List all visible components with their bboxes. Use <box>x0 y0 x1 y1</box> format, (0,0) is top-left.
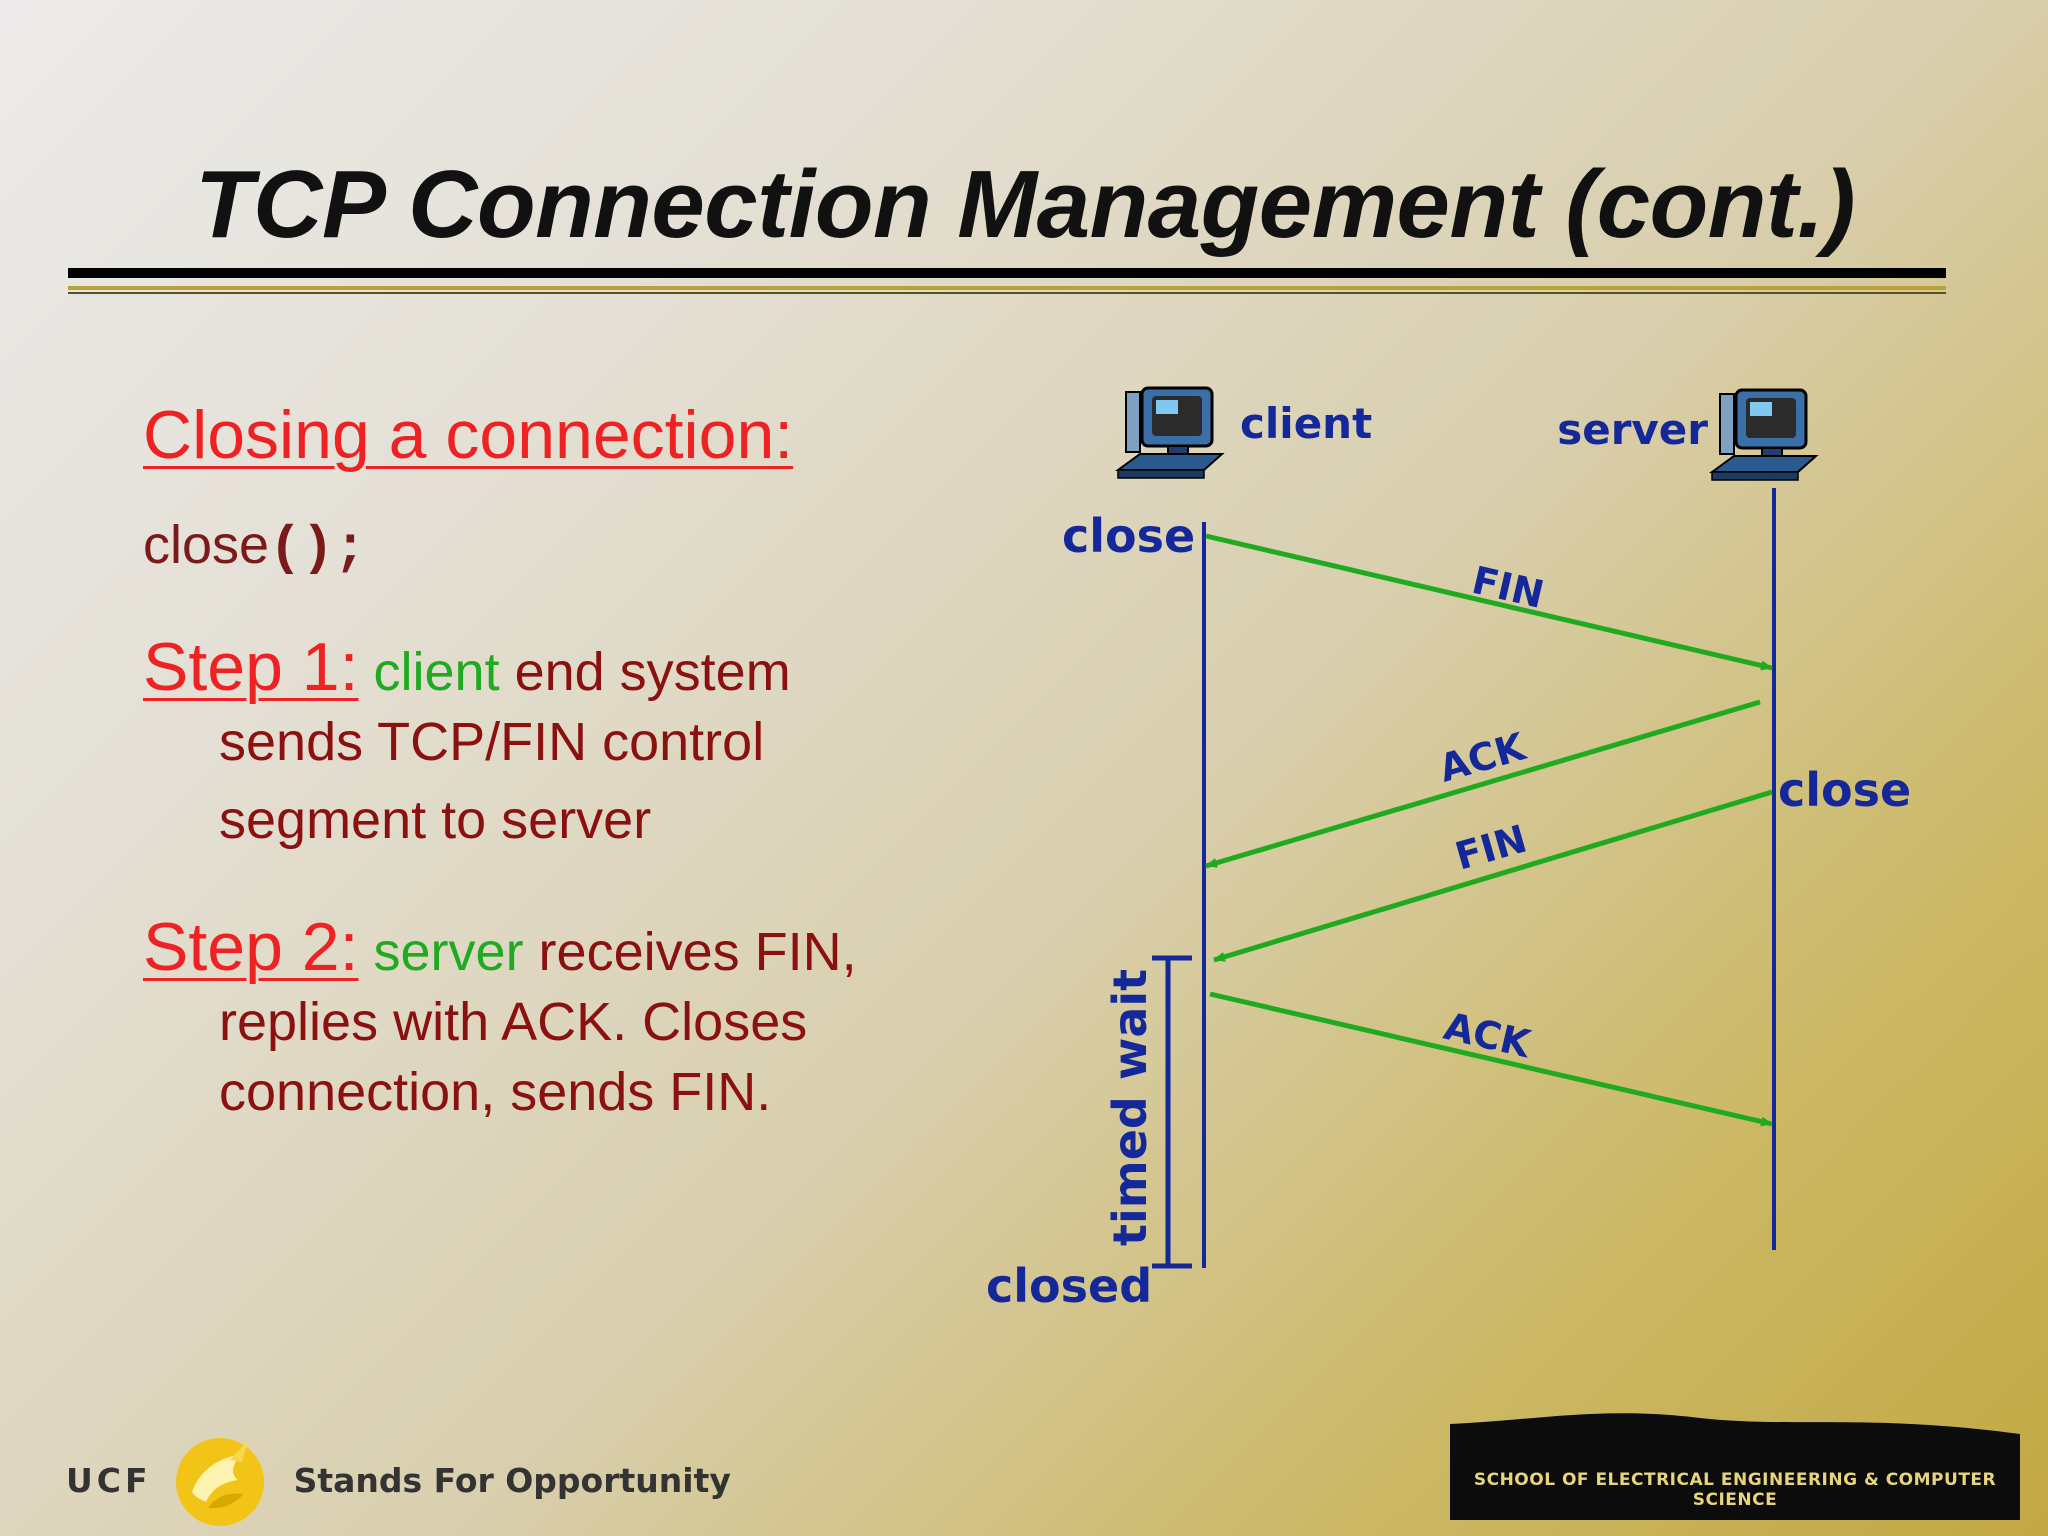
server-computer-icon <box>1708 388 1819 481</box>
client-label: client <box>1240 399 1372 448</box>
close-call: close(); <box>143 514 366 580</box>
step-1-label: Step 1: <box>143 629 359 705</box>
title-rule-thin <box>68 292 1946 294</box>
timed-wait-bracket <box>1152 955 1192 1269</box>
school-banner <box>1450 1413 2020 1520</box>
client-computer-icon <box>1114 386 1225 479</box>
fin-arrow-client-to-server <box>1205 533 1773 671</box>
step-1: Step 1: client end system sends TCP/FIN … <box>143 632 791 855</box>
server-close-label: close <box>1778 763 1911 817</box>
ucf-wordmark: UCF <box>66 1460 152 1500</box>
step-1-actor: client <box>373 642 500 702</box>
server-label: server <box>1557 405 1708 454</box>
step-1-line2: sends TCP/FIN control <box>219 712 765 772</box>
step-1-line3: segment to server <box>219 790 652 850</box>
ack-arrow-client-to-server <box>1209 991 1773 1127</box>
timed-wait-label: timed wait <box>1103 969 1157 1246</box>
client-close-label: close <box>1062 509 1195 563</box>
ack-arrow-server-to-client <box>1205 699 1761 869</box>
pegasus-logo-icon <box>175 1438 264 1526</box>
fin-arrow-server-to-client <box>1213 789 1773 963</box>
step-2-label: Step 2: <box>143 909 359 985</box>
close-call-text: close <box>143 515 270 575</box>
step-2-line1: receives FIN, <box>523 922 857 982</box>
ack-label-2: ACK <box>1440 1004 1536 1067</box>
step-1-line1: end system <box>499 642 791 702</box>
title-rule-gold <box>68 286 1946 290</box>
school-name: SCHOOL OF ELECTRICAL ENGINEERING & COMPU… <box>1473 1470 1997 1510</box>
slide-title: TCP Connection Management (cont.) <box>195 151 1855 258</box>
title-rule-black <box>68 268 1946 278</box>
step-2-line3: connection, sends FIN. <box>219 1062 772 1122</box>
step-2-line2: replies with ACK. Closes <box>219 992 808 1052</box>
ack-label-1: ACK <box>1434 724 1531 791</box>
ucf-footer: UCF Stands For Opportunity <box>66 1430 731 1530</box>
close-call-code: (); <box>269 519 367 580</box>
fin-label-1: FIN <box>1468 558 1548 617</box>
closed-label: closed <box>986 1259 1152 1313</box>
section-heading: Closing a connection: <box>143 397 794 473</box>
footer-tagline: Stands For Opportunity <box>293 1460 731 1500</box>
step-2: Step 2: server receives FIN, replies wit… <box>143 912 857 1127</box>
step-2-actor: server <box>373 922 524 982</box>
